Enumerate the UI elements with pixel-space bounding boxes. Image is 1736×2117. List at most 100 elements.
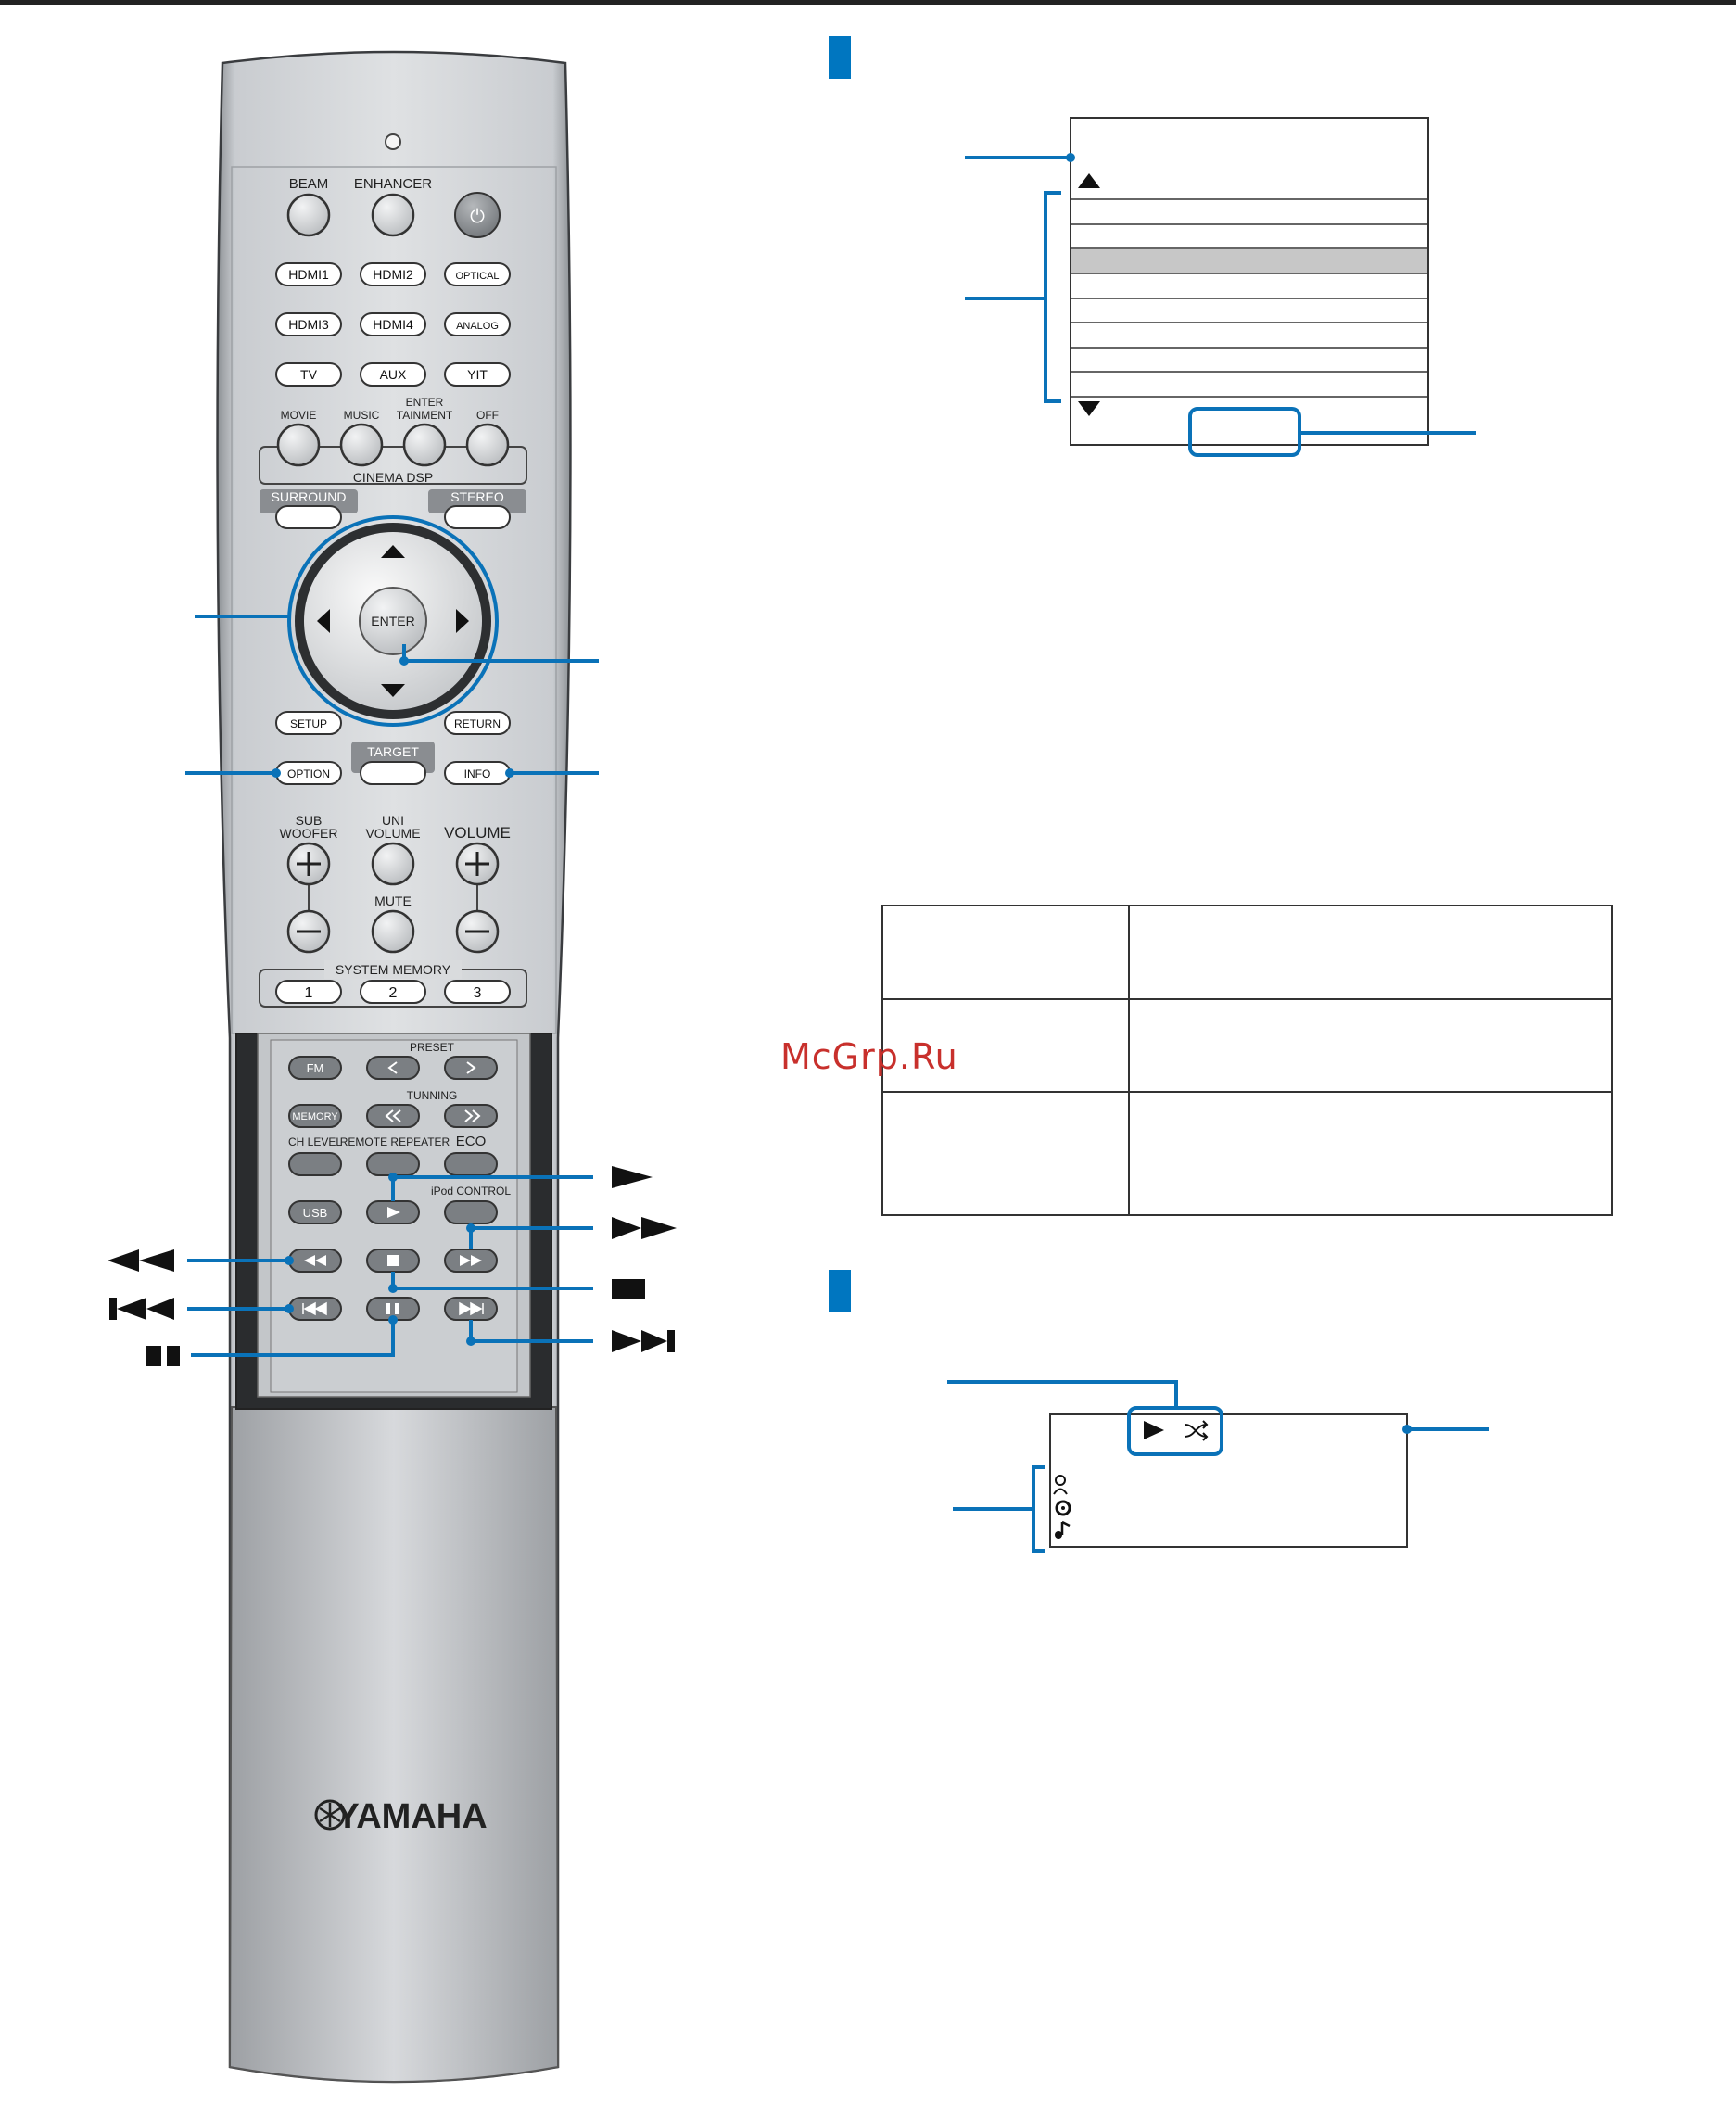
track-info-icons [1053,1475,1071,1539]
rewind-icon [304,1255,326,1266]
hdmi3-button[interactable] [275,312,342,336]
menu-selected-row[interactable] [1071,249,1427,273]
system-memory-2-button[interactable] [360,980,426,1004]
remote-repeater-button[interactable] [366,1152,420,1176]
play-icon [387,1207,400,1218]
stereo-label: STEREO [450,489,504,504]
system-memory-3-button[interactable] [444,980,511,1004]
tv-label: TV [300,367,318,382]
eco-button[interactable] [444,1152,498,1176]
preset-up-button[interactable] [444,1056,498,1080]
setup-label: SETUP [290,717,327,730]
optical-label: OPTICAL [455,271,499,282]
music-button[interactable] [339,423,384,467]
yamaha-brand: YAMAHA [336,1797,487,1836]
movie-button[interactable] [276,423,321,467]
cursor-down-icon[interactable] [381,684,405,697]
remote-repeater-label: REMOTE REPEATER [340,1135,450,1148]
memory-button[interactable] [288,1104,342,1128]
playback-status-play-icon [1144,1421,1164,1439]
setup-button[interactable] [275,711,342,735]
tuning-forks-icon [319,1803,341,1827]
analog-button[interactable] [444,312,511,336]
ch-level-button[interactable] [288,1152,342,1176]
usb-label: USB [303,1206,328,1220]
shuffle-icon [1184,1420,1209,1441]
menu-row-2[interactable] [1071,225,1427,247]
input-buttons: HDMI1 HDMI2 OPTICAL HDMI3 HDMI4 ANALOG T… [275,262,511,387]
cinema-dsp-frame [259,446,527,485]
cursor-up-icon[interactable] [381,545,405,558]
callout-dot [388,1173,398,1182]
univolume-label-1: UNI [382,813,404,828]
enter-button[interactable] [359,587,427,655]
hdmi1-label: HDMI1 [288,267,329,282]
cursor-right-icon[interactable] [456,609,469,633]
watermark: McGrp.Ru [780,1036,958,1077]
ipod-control-button[interactable] [444,1200,498,1224]
hdmi2-label: HDMI2 [373,267,413,282]
dpad-highlight-ring [287,515,499,727]
power-button[interactable] [454,192,501,238]
album-icon-center [1061,1506,1065,1510]
system-memory-1-button[interactable] [275,980,342,1004]
aux-button[interactable] [360,362,426,387]
univolume-label-2: VOLUME [365,826,420,841]
fm-label: FM [307,1061,324,1075]
univolume-button[interactable] [371,842,415,886]
hdmi2-button[interactable] [360,262,426,286]
skip-back-legend-icon [109,1298,174,1320]
skip-back-icon [302,1301,327,1316]
option-label: OPTION [287,767,330,780]
optical-button[interactable] [444,262,511,286]
pause-legend-icon [146,1346,180,1366]
subwoofer-label-2: WOOFER [280,826,338,841]
beam-button[interactable] [286,193,331,237]
info-label: INFO [464,767,491,780]
menu-row-4[interactable] [1071,274,1427,298]
mute-button[interactable] [371,909,415,954]
callout-menu-list-bracket [1044,191,1061,403]
fm-button[interactable] [288,1056,342,1080]
off-button[interactable] [465,423,510,467]
target-button[interactable] [360,761,426,785]
surround-label: SURROUND [272,489,347,504]
tv-button[interactable] [275,362,342,387]
song-icon-head [1055,1531,1062,1539]
ch-level-label: CH LEVEL [288,1135,342,1148]
system-memory-label: SYSTEM MEMORY [336,962,451,977]
callout-dot [505,768,514,778]
hdmi1-button[interactable] [275,262,342,286]
yit-button[interactable] [444,362,511,387]
cursor-left-icon[interactable] [317,609,330,633]
album-icon [1055,1500,1071,1516]
enhancer-button[interactable] [371,193,415,237]
hdmi3-label: HDMI3 [288,317,329,332]
system-memory-3-label: 3 [474,985,482,1001]
power-icon: ⏻ [470,207,485,227]
return-button[interactable] [444,711,511,735]
entertainment-button[interactable] [402,423,447,467]
pause-icon [386,1303,399,1314]
memory-label: MEMORY [292,1111,338,1122]
tunning-label: TUNNING [407,1089,458,1102]
stereo-button[interactable] [444,505,511,529]
section-marker-2 [829,1270,851,1312]
usb-button[interactable] [288,1200,342,1224]
hdmi4-button[interactable] [360,312,426,336]
double-chevron-left-icon [385,1109,401,1122]
skip-forward-legend-icon [612,1330,675,1352]
callout-dot [1066,153,1075,162]
cinema-dsp-label: CINEMA DSP [353,470,433,485]
ir-indicator [385,133,401,150]
menu-row-1[interactable] [1071,200,1427,223]
preset-label: PRESET [410,1041,455,1054]
playback-screen-frame [1049,1413,1408,1548]
fast-forward-legend-icon [612,1217,677,1239]
return-label: RETURN [454,717,501,730]
preset-down-button[interactable] [366,1056,420,1080]
surround-button[interactable] [275,505,342,529]
play-legend-icon [612,1166,653,1188]
